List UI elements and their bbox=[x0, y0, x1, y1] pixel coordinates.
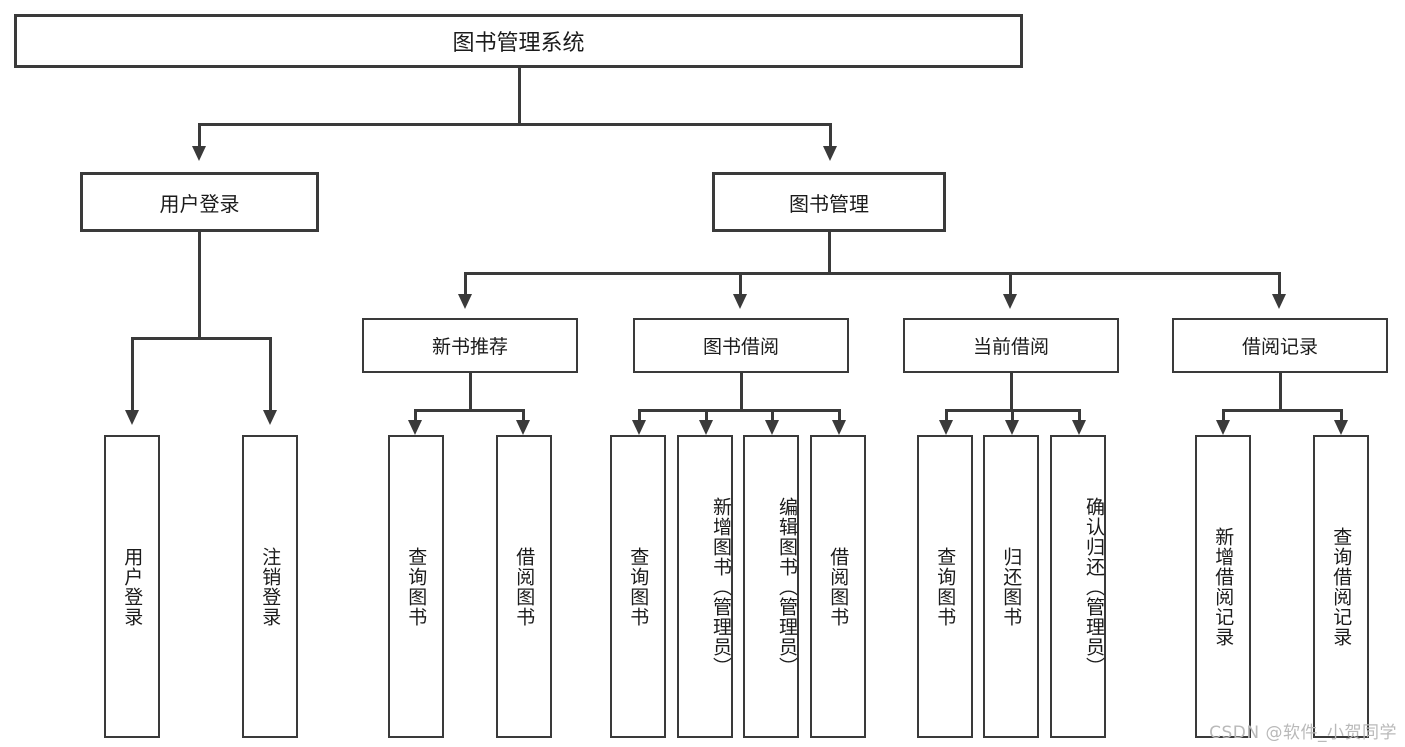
arrow-bb-to-leaf-1 bbox=[632, 420, 646, 435]
edge-bb-to-leaf-2 bbox=[705, 409, 708, 423]
edge-bm-to-book-borrow bbox=[739, 272, 742, 296]
edge-bm-to-borrow-record bbox=[1278, 272, 1281, 296]
edge-br-stem bbox=[1279, 373, 1282, 409]
edge-bb-stem bbox=[740, 373, 743, 409]
node-label: 借阅记录 bbox=[1241, 336, 1318, 358]
leaf-label: 新增借阅记录 bbox=[1212, 526, 1235, 647]
leaf-br-add-record[interactable]: 新增借阅记录 bbox=[1195, 435, 1251, 738]
node-label: 图书管理系统 bbox=[452, 31, 585, 56]
node-borrow-record[interactable]: 借阅记录 bbox=[1172, 318, 1388, 373]
edge-user-login-to-leaf-1 bbox=[131, 337, 134, 413]
leaf-label: 新增图书（管理员） bbox=[710, 496, 732, 677]
edge-bb-split-bar bbox=[638, 409, 838, 412]
arrow-bm-to-borrow-record bbox=[1272, 294, 1286, 309]
leaf-label: 查询借阅记录 bbox=[1330, 526, 1353, 647]
leaf-label: 确认归还（管理员） bbox=[1083, 496, 1105, 677]
edge-bb-to-leaf-1 bbox=[638, 409, 641, 423]
edge-nbr-to-leaf-2 bbox=[522, 409, 525, 423]
leaf-label: 借阅图书 bbox=[513, 546, 536, 627]
edge-root-split-bar bbox=[198, 123, 831, 126]
leaf-nbr-query-book[interactable]: 查询图书 bbox=[388, 435, 444, 738]
node-new-book-recommend[interactable]: 新书推荐 bbox=[362, 318, 578, 373]
leaf-br-query-record[interactable]: 查询借阅记录 bbox=[1313, 435, 1369, 738]
edge-bm-to-new-book bbox=[464, 272, 467, 296]
arrow-br-to-leaf-2 bbox=[1334, 420, 1348, 435]
edge-br-to-leaf-1 bbox=[1222, 409, 1225, 423]
arrow-bb-to-leaf-3 bbox=[765, 420, 779, 435]
node-book-borrow[interactable]: 图书借阅 bbox=[633, 318, 849, 373]
leaf-label: 归还图书 bbox=[1000, 546, 1023, 627]
arrow-cb-to-leaf-3 bbox=[1072, 420, 1086, 435]
leaf-bb-add-book-admin[interactable]: 新增图书（管理员） bbox=[677, 435, 733, 738]
edge-bm-to-current-borrow bbox=[1009, 272, 1012, 296]
node-label: 图书管理 bbox=[789, 191, 869, 216]
edge-nbr-split-bar bbox=[414, 409, 524, 412]
node-label: 用户登录 bbox=[159, 191, 240, 216]
leaf-cb-query-book[interactable]: 查询图书 bbox=[917, 435, 973, 738]
edge-nbr-stem bbox=[469, 373, 472, 409]
node-label: 当前借阅 bbox=[972, 336, 1049, 358]
arrow-bm-to-book-borrow bbox=[733, 294, 747, 309]
edge-user-login-split-bar bbox=[131, 337, 270, 340]
arrow-bm-to-current-borrow bbox=[1003, 294, 1017, 309]
edge-nbr-to-leaf-1 bbox=[414, 409, 417, 423]
arrow-br-to-leaf-1 bbox=[1216, 420, 1230, 435]
arrow-root-to-user-login bbox=[192, 146, 206, 161]
edge-cb-to-leaf-2 bbox=[1011, 409, 1014, 423]
arrow-cb-to-leaf-1 bbox=[939, 420, 953, 435]
edge-cb-to-leaf-1 bbox=[945, 409, 948, 423]
edge-user-login-stem bbox=[198, 232, 201, 337]
arrow-cb-to-leaf-2 bbox=[1005, 420, 1019, 435]
arrow-bb-to-leaf-2 bbox=[699, 420, 713, 435]
leaf-label: 查询图书 bbox=[405, 546, 428, 627]
node-label: 新书推荐 bbox=[431, 336, 508, 358]
leaf-bb-edit-book-admin[interactable]: 编辑图书（管理员） bbox=[743, 435, 799, 738]
leaf-label: 注销登录 bbox=[259, 546, 282, 627]
arrow-nbr-to-leaf-2 bbox=[516, 420, 530, 435]
edge-cb-to-leaf-3 bbox=[1078, 409, 1081, 423]
node-root-book-management-system[interactable]: 图书管理系统 bbox=[14, 14, 1023, 68]
leaf-label: 借阅图书 bbox=[827, 546, 850, 627]
leaf-label: 查询图书 bbox=[934, 546, 957, 627]
node-current-borrow[interactable]: 当前借阅 bbox=[903, 318, 1119, 373]
leaf-cb-confirm-return-admin[interactable]: 确认归还（管理员） bbox=[1050, 435, 1106, 738]
arrow-bb-to-leaf-4 bbox=[832, 420, 846, 435]
arrow-nbr-to-leaf-1 bbox=[408, 420, 422, 435]
leaf-bb-query-book[interactable]: 查询图书 bbox=[610, 435, 666, 738]
leaf-label: 编辑图书（管理员） bbox=[776, 496, 798, 677]
edge-root-to-book-management bbox=[829, 123, 832, 149]
node-label: 图书借阅 bbox=[702, 336, 779, 358]
arrow-user-login-to-leaf-1 bbox=[125, 410, 139, 425]
edge-user-login-to-leaf-2 bbox=[269, 337, 272, 413]
edge-cb-stem bbox=[1010, 373, 1013, 409]
node-user-login[interactable]: 用户登录 bbox=[80, 172, 319, 232]
leaf-label: 用户登录 bbox=[121, 546, 144, 627]
arrow-bm-to-new-book bbox=[458, 294, 472, 309]
node-book-management[interactable]: 图书管理 bbox=[712, 172, 946, 232]
leaf-nbr-borrow-book[interactable]: 借阅图书 bbox=[496, 435, 552, 738]
arrow-root-to-book-management bbox=[823, 146, 837, 161]
arrow-user-login-to-leaf-2 bbox=[263, 410, 277, 425]
edge-bb-to-leaf-3 bbox=[771, 409, 774, 423]
leaf-label: 查询图书 bbox=[627, 546, 650, 627]
edge-bb-to-leaf-4 bbox=[838, 409, 841, 423]
leaf-bb-borrow-book[interactable]: 借阅图书 bbox=[810, 435, 866, 738]
edge-root-stem bbox=[518, 68, 521, 123]
leaf-user-login-login[interactable]: 用户登录 bbox=[104, 435, 160, 738]
edge-book-management-stem bbox=[828, 232, 831, 272]
edge-book-management-split-bar bbox=[464, 272, 1280, 275]
leaf-cb-return-book[interactable]: 归还图书 bbox=[983, 435, 1039, 738]
edge-root-to-user-login bbox=[198, 123, 201, 149]
leaf-user-login-logout[interactable]: 注销登录 bbox=[242, 435, 298, 738]
edge-br-to-leaf-2 bbox=[1340, 409, 1343, 423]
edge-br-split-bar bbox=[1222, 409, 1341, 412]
